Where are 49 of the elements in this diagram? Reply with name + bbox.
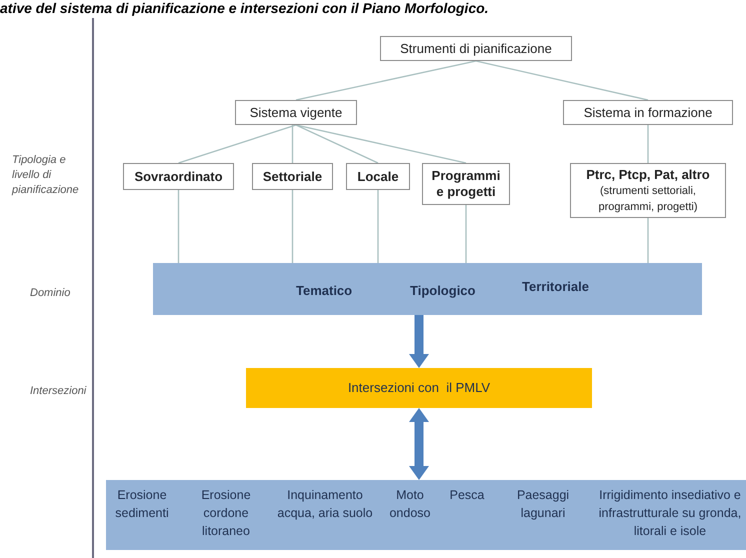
category-box bbox=[570, 163, 726, 218]
level-label: Dominio bbox=[30, 286, 72, 301]
box-title: Locale bbox=[357, 168, 399, 184]
category-box bbox=[123, 163, 234, 190]
connector-line bbox=[178, 124, 296, 164]
level-label: Tipologia e livello di pianificazione bbox=[12, 153, 80, 198]
category-box bbox=[252, 163, 333, 190]
box-title: Programmi e progetti bbox=[430, 168, 502, 200]
topic-label: Erosione sedimenti bbox=[114, 487, 170, 522]
topic-label: Erosione cordone litoraneo bbox=[200, 487, 252, 540]
connector-line bbox=[377, 190, 379, 263]
topic-label: Inquinamento acqua, aria suolo bbox=[276, 487, 374, 522]
connector-line bbox=[296, 124, 466, 164]
topic-label: Pesca bbox=[448, 487, 486, 504]
topic-band bbox=[106, 480, 746, 550]
box-label: Intersezioni con il PMLV bbox=[348, 379, 490, 398]
connector-line bbox=[296, 60, 476, 101]
category-box bbox=[380, 36, 572, 61]
box-title: Sistema vigente bbox=[250, 104, 342, 120]
connector-line bbox=[476, 60, 648, 101]
connector-line bbox=[647, 218, 649, 263]
band-label: Tematico bbox=[296, 282, 352, 300]
intersection-box bbox=[246, 368, 592, 408]
connector-line bbox=[647, 125, 649, 163]
category-box bbox=[346, 163, 410, 190]
connector-line bbox=[465, 205, 467, 263]
box-title: Ptrc, Ptcp, Pat, altro bbox=[586, 166, 710, 182]
box-title: Strumenti di pianificazione bbox=[400, 40, 552, 56]
connector-line bbox=[178, 190, 180, 263]
topic-label: Irrigidimento insediativo e infrastrutturale su gronda, litorali e isole bbox=[598, 487, 742, 540]
box-title: Settoriale bbox=[262, 168, 322, 184]
level-label: Intersezioni bbox=[30, 384, 88, 399]
block-arrow bbox=[409, 408, 429, 480]
band-label: Tipologico bbox=[410, 282, 476, 300]
category-box bbox=[563, 100, 733, 125]
connector-line bbox=[292, 190, 294, 263]
connector-line bbox=[292, 125, 294, 163]
band-label: Territoriale bbox=[522, 278, 589, 296]
box-title: Sistema in formazione bbox=[584, 104, 712, 120]
domain-band bbox=[153, 263, 702, 315]
category-box bbox=[235, 100, 357, 125]
diagram-title: ative del sistema di pianificazione e intersezioni con il Piano Morfologico. bbox=[0, 0, 489, 18]
box-title: Sovraordinato bbox=[134, 168, 223, 184]
topic-label: Moto ondoso bbox=[388, 487, 432, 522]
category-box bbox=[422, 163, 510, 205]
box-note: (strumenti settoriali, programmi, progetti) bbox=[597, 184, 699, 214]
connector-line bbox=[296, 124, 378, 164]
topic-label: Paesaggi lagunari bbox=[516, 487, 570, 522]
block-arrow bbox=[409, 315, 429, 368]
